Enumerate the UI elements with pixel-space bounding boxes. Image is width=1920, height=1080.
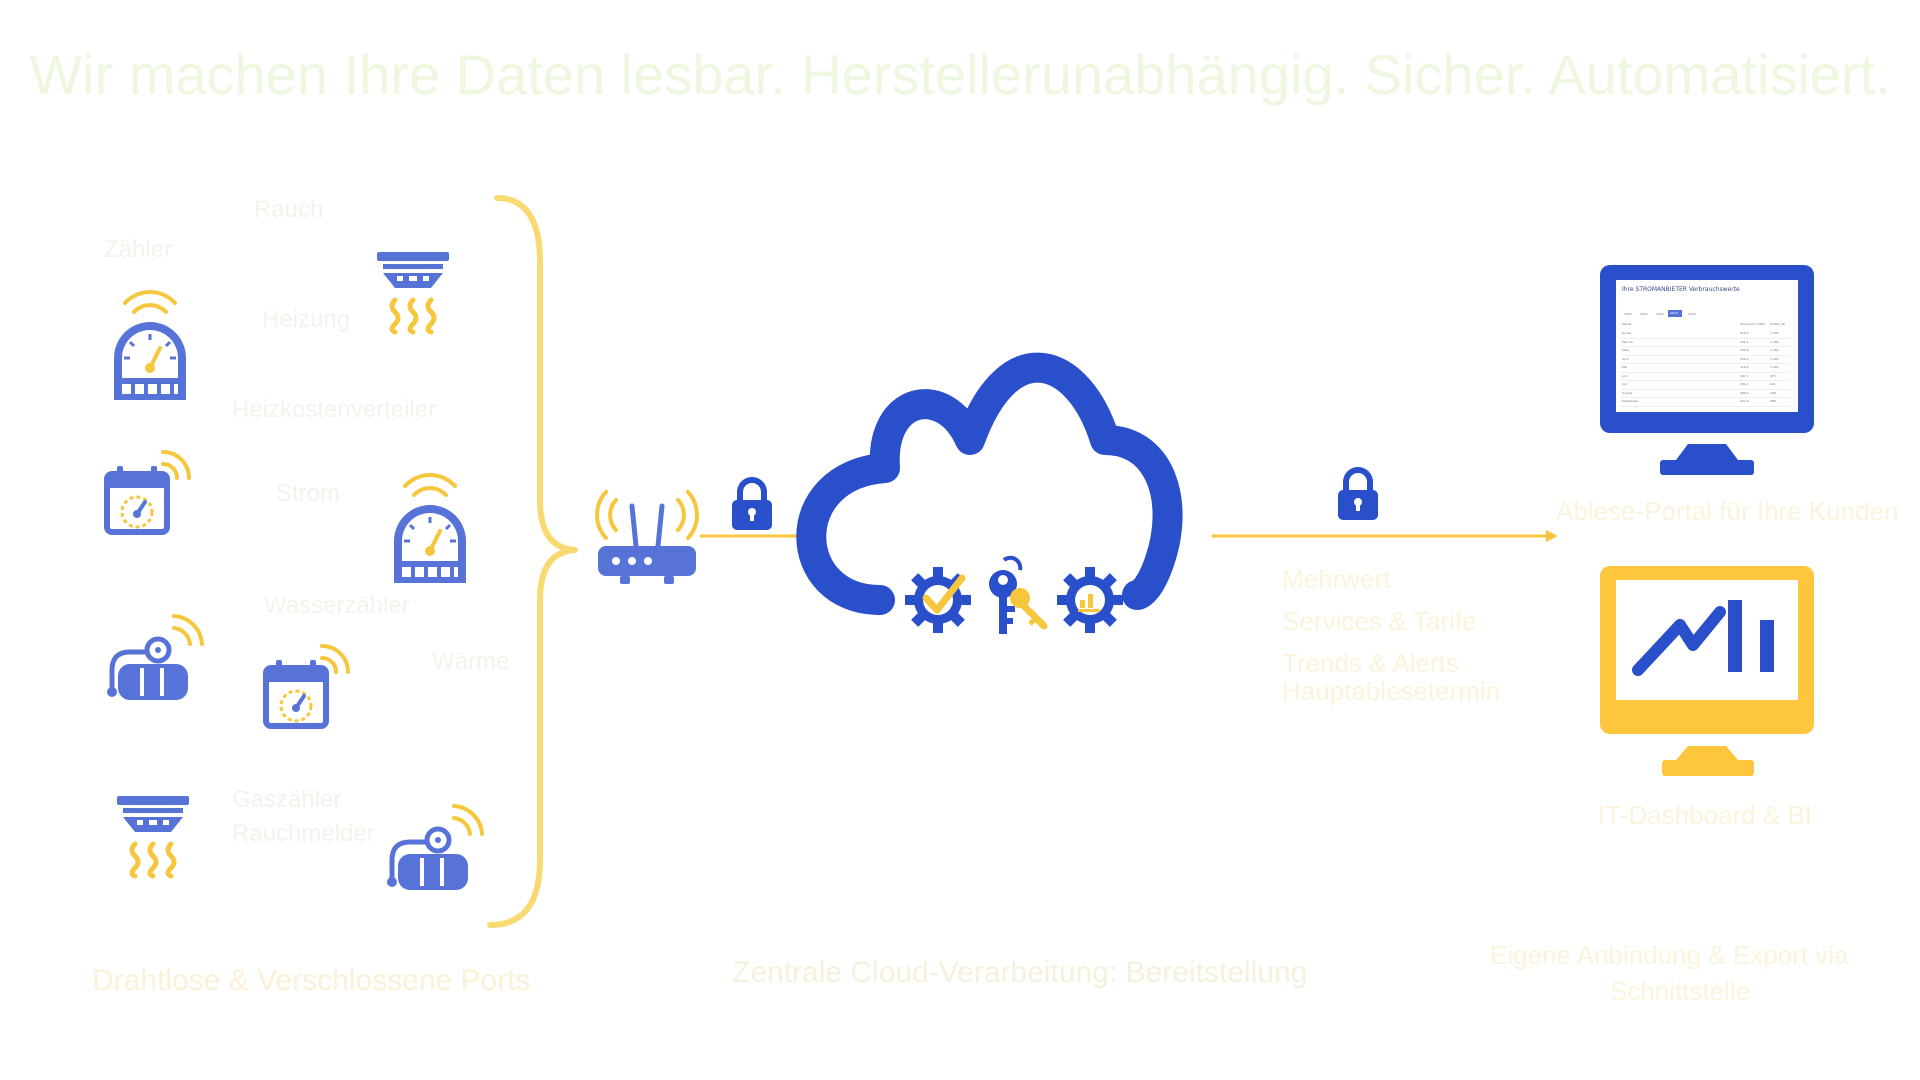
heat-meter-icon xyxy=(112,290,188,402)
left-group-caption: Drahtlose & Verschlossene Ports xyxy=(92,964,531,997)
output-caption-line1: Eigene Anbindung & Export via xyxy=(1490,940,1849,970)
screen-table-cell: 988 xyxy=(1770,399,1776,403)
faint-device-label: Strom xyxy=(276,480,341,507)
water-meter-icon xyxy=(107,616,202,700)
cloud-feature: Hauptablesetermin xyxy=(1282,676,1501,706)
arrow-to-outputs xyxy=(1212,530,1558,542)
screen-table-cell: Mai xyxy=(1622,365,1628,369)
screen-table-cell: Juli xyxy=(1622,382,1627,386)
screen-table-cell: 1.284 xyxy=(1770,339,1779,344)
screen-row-divider xyxy=(1622,405,1790,407)
screen-table-cell: 1.042 xyxy=(1770,365,1779,369)
screen-tab: 2020 xyxy=(1624,312,1632,316)
screen-table-cell: 289,5 xyxy=(1740,390,1749,395)
screen-table-cell: 392,1 xyxy=(1740,339,1749,344)
screen-table-cell: 1.262 xyxy=(1770,348,1779,352)
screen-row-divider xyxy=(1622,380,1790,381)
faint-device-label: Zähler xyxy=(104,236,173,263)
router-icon xyxy=(595,490,699,584)
screen-tab: 2024 xyxy=(1688,312,1696,316)
screen-table-cell: Januar xyxy=(1622,331,1632,335)
cloud-caption: Zentrale Cloud-Verarbeitung: Bereitstell… xyxy=(732,956,1308,989)
smoke-detector-icon xyxy=(377,252,449,332)
calendar-gauge-icon xyxy=(107,452,189,532)
screen-tab: 2021 xyxy=(1640,312,1648,316)
faint-device-label: Wärme xyxy=(432,648,510,675)
monitor-label: Ablese-Portal für Ihre Kunden xyxy=(1556,496,1899,526)
screen-row-divider xyxy=(1622,346,1790,347)
screen-table-cell: Juni xyxy=(1622,373,1628,378)
screen-title: Ihre STROMANBIETER Verbrauchswerte xyxy=(1622,286,1740,293)
cloud-feature: Services & Tarife xyxy=(1282,606,1477,636)
screen-tab: 2022 xyxy=(1656,312,1664,316)
gear-check-icon xyxy=(905,567,971,633)
water-meter-icon xyxy=(387,806,482,890)
screen-table-cell: 281,2 xyxy=(1740,382,1749,386)
faint-device-label: Wasserzähler xyxy=(264,592,410,619)
screen-table-cell: 948 xyxy=(1770,390,1776,395)
screen-table-cell: 385,6 xyxy=(1740,348,1749,352)
screen-table-cell: 297,7 xyxy=(1740,373,1749,378)
screen-row-divider xyxy=(1622,337,1790,339)
screen-row-divider xyxy=(1622,397,1790,398)
screen-table-cell: August xyxy=(1622,390,1633,395)
output-caption-line2: Schnittstelle xyxy=(1610,976,1751,1006)
screen-table-cell: März xyxy=(1622,348,1630,352)
screen-table-cell: 410,3 xyxy=(1740,331,1749,335)
faint-device-label: Rauchmelder xyxy=(232,820,375,847)
dashboard-monitor-icon xyxy=(1600,566,1814,776)
gear-chart-icon xyxy=(1057,567,1123,633)
screen-tab-active: 2023 xyxy=(1668,310,1682,317)
smoke-detector-icon xyxy=(117,796,189,876)
screen-table-cell: 921 xyxy=(1770,382,1776,386)
faint-device-label: Heizung xyxy=(262,306,351,333)
screen-table-cell: 1.165 xyxy=(1770,356,1779,361)
faint-device-label: Rauch xyxy=(254,196,324,223)
screen-table-cell: 356,0 xyxy=(1740,356,1749,361)
screen-column-header: Verbrauch (kWh) xyxy=(1740,322,1766,326)
cloud-feature: Mehrwert xyxy=(1282,564,1391,594)
screen-table-cell: 318,4 xyxy=(1740,365,1749,369)
screen-row-divider xyxy=(1622,388,1790,390)
monitor-icon xyxy=(1600,265,1814,475)
screen-row-divider xyxy=(1622,354,1790,356)
screen-column-header: Monat xyxy=(1622,322,1632,326)
screen-table-cell: April xyxy=(1622,356,1629,361)
curly-brace xyxy=(487,195,578,928)
lock-icon xyxy=(1338,470,1378,520)
heat-meter-icon xyxy=(392,473,468,585)
faint-device-label: Gaszähler xyxy=(232,786,342,813)
keys-icon xyxy=(989,555,1048,634)
dashboard-label: IT-Dashboard & BI xyxy=(1598,800,1812,830)
cloud-icon xyxy=(796,352,1183,615)
screen-table-cell: 301,9 xyxy=(1740,399,1749,403)
screen-table-cell: 1.345 xyxy=(1770,331,1779,335)
calendar-gauge-icon xyxy=(266,646,348,726)
cloud-feature: Trends & Alerts xyxy=(1282,648,1459,678)
screen-table-cell: 975 xyxy=(1770,373,1776,378)
lock-icon xyxy=(732,480,772,530)
arrow-to-cloud xyxy=(700,530,810,542)
screen-table-cell: Februar xyxy=(1622,339,1634,344)
screen-row-divider xyxy=(1622,363,1790,364)
page-headline: Wir machen Ihre Daten lesbar. Hersteller… xyxy=(29,43,1891,106)
screen-row-divider xyxy=(1622,371,1790,373)
screen-column-header: Kosten (€) xyxy=(1770,322,1786,326)
screen-table-cell: September xyxy=(1622,399,1639,403)
faint-device-label: Heizkostenverteiler xyxy=(232,396,437,423)
